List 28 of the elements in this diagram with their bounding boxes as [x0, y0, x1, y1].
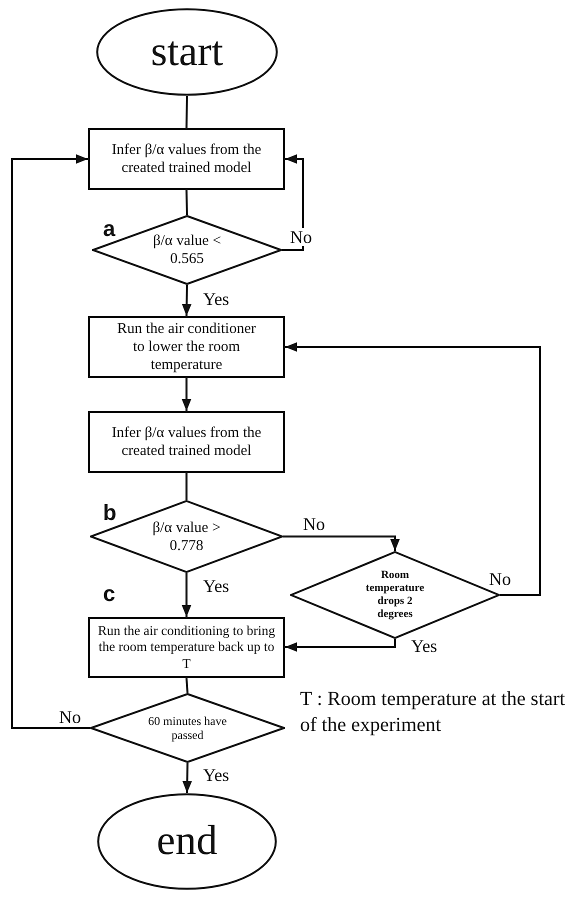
arrow — [182, 573, 192, 617]
edge-label: Yes — [202, 766, 230, 784]
arrow — [282, 154, 304, 251]
arrow — [11, 154, 90, 729]
process-box: Infer β/α values from the created trained model — [88, 128, 285, 190]
arrow — [182, 284, 192, 316]
step-letter: a — [103, 218, 116, 240]
process-box: Run the air conditioner to lower the room temperature — [88, 316, 285, 378]
step-letter: b — [103, 502, 116, 524]
arrow — [285, 342, 541, 596]
edge-label: No — [488, 570, 512, 588]
edge-label: Yes — [202, 290, 230, 308]
process-box: Run the air conditioning to bring the room temperature back up to T — [88, 617, 285, 678]
step-letter: c — [103, 583, 116, 605]
arrow — [182, 378, 192, 411]
note-text: T : Room temperature at the start of the experiment — [300, 687, 566, 738]
end-terminal: end — [97, 793, 277, 890]
edge-label: No — [289, 228, 313, 246]
arrow — [182, 762, 192, 794]
decision-diamond: 60 minutes have passed — [90, 693, 285, 763]
start-terminal: start — [96, 8, 278, 96]
edge-label: No — [58, 708, 82, 726]
arrow — [285, 639, 396, 652]
edge-label: No — [302, 515, 326, 533]
edge-label: Yes — [410, 637, 438, 655]
process-box: Infer β/α values from the created trained model — [88, 411, 285, 473]
arrow — [283, 536, 400, 551]
edge-label: Yes — [202, 577, 230, 595]
